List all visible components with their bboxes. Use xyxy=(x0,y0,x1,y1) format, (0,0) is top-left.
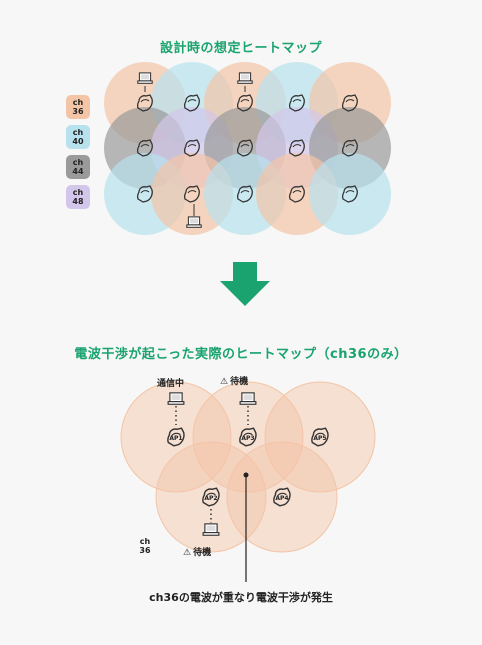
ap-label: AP5 xyxy=(313,435,326,442)
coverage-circle-ch36 xyxy=(155,441,267,553)
laptop-icon xyxy=(202,523,220,536)
coverage-circle-ch40 xyxy=(309,153,391,235)
laptop-icon xyxy=(186,216,202,228)
legend-ch44-bottom: 44 xyxy=(72,167,84,176)
laptop-icon xyxy=(237,72,253,84)
legend-ch44-top: ch xyxy=(72,158,84,167)
arrow-down-icon xyxy=(220,262,270,306)
coverage-circle-ch36 xyxy=(226,441,338,553)
ap-label: AP2 xyxy=(204,495,217,502)
label-waiting-text: 待機 xyxy=(193,548,212,558)
actual-heatmap-title: 電波干渉が起こった実際のヒートマップ（ch36のみ） xyxy=(74,347,408,362)
ap-label: AP1 xyxy=(169,435,182,442)
legend-ch40-bottom: 40 xyxy=(72,137,84,146)
legend-bottom-bottom: 36 xyxy=(139,546,151,555)
legend-ch48-bottom: 48 xyxy=(72,197,84,206)
design-heatmap-title: 設計時の想定ヒートマップ xyxy=(159,41,322,56)
coverage-circle-ch36 xyxy=(120,381,232,493)
legend-ch44: ch 44 xyxy=(66,155,90,179)
laptop-icon xyxy=(137,72,153,84)
legend-ch48: ch 48 xyxy=(66,185,90,209)
legend-ch48-top: ch xyxy=(72,188,84,197)
ap-label: AP3 xyxy=(241,435,254,442)
design-heatmap-circles xyxy=(104,62,391,235)
ap-label: AP4 xyxy=(275,495,288,502)
laptop-icon xyxy=(167,392,185,405)
design-heatmap-icons xyxy=(136,72,358,228)
legend-bottom-top: ch xyxy=(139,537,151,546)
coverage-circle-ch36 xyxy=(264,381,376,493)
warning-icon: ⚠ xyxy=(183,548,192,558)
legend-ch40-top: ch xyxy=(72,128,84,137)
legend-ch36-bottom: 36 xyxy=(72,107,84,116)
label-waiting-text: 待機 xyxy=(230,377,249,387)
coverage-circle-ch36 xyxy=(192,381,304,493)
label-waiting-ap3: ⚠待機 xyxy=(220,374,248,387)
warning-icon: ⚠ xyxy=(220,377,229,387)
legend-ch36: ch 36 xyxy=(66,95,90,119)
laptop-icon xyxy=(239,392,257,405)
label-waiting-ap2: ⚠待機 xyxy=(183,545,211,558)
label-communicating: 通信中 xyxy=(157,379,185,389)
legend-ch40: ch 40 xyxy=(66,125,90,149)
legend-ch36-bottom: ch 36 xyxy=(133,534,157,558)
legend-ch36-top: ch xyxy=(72,98,84,107)
interference-caption: ch36の電波が重なり電波干渉が発生 xyxy=(149,591,333,604)
